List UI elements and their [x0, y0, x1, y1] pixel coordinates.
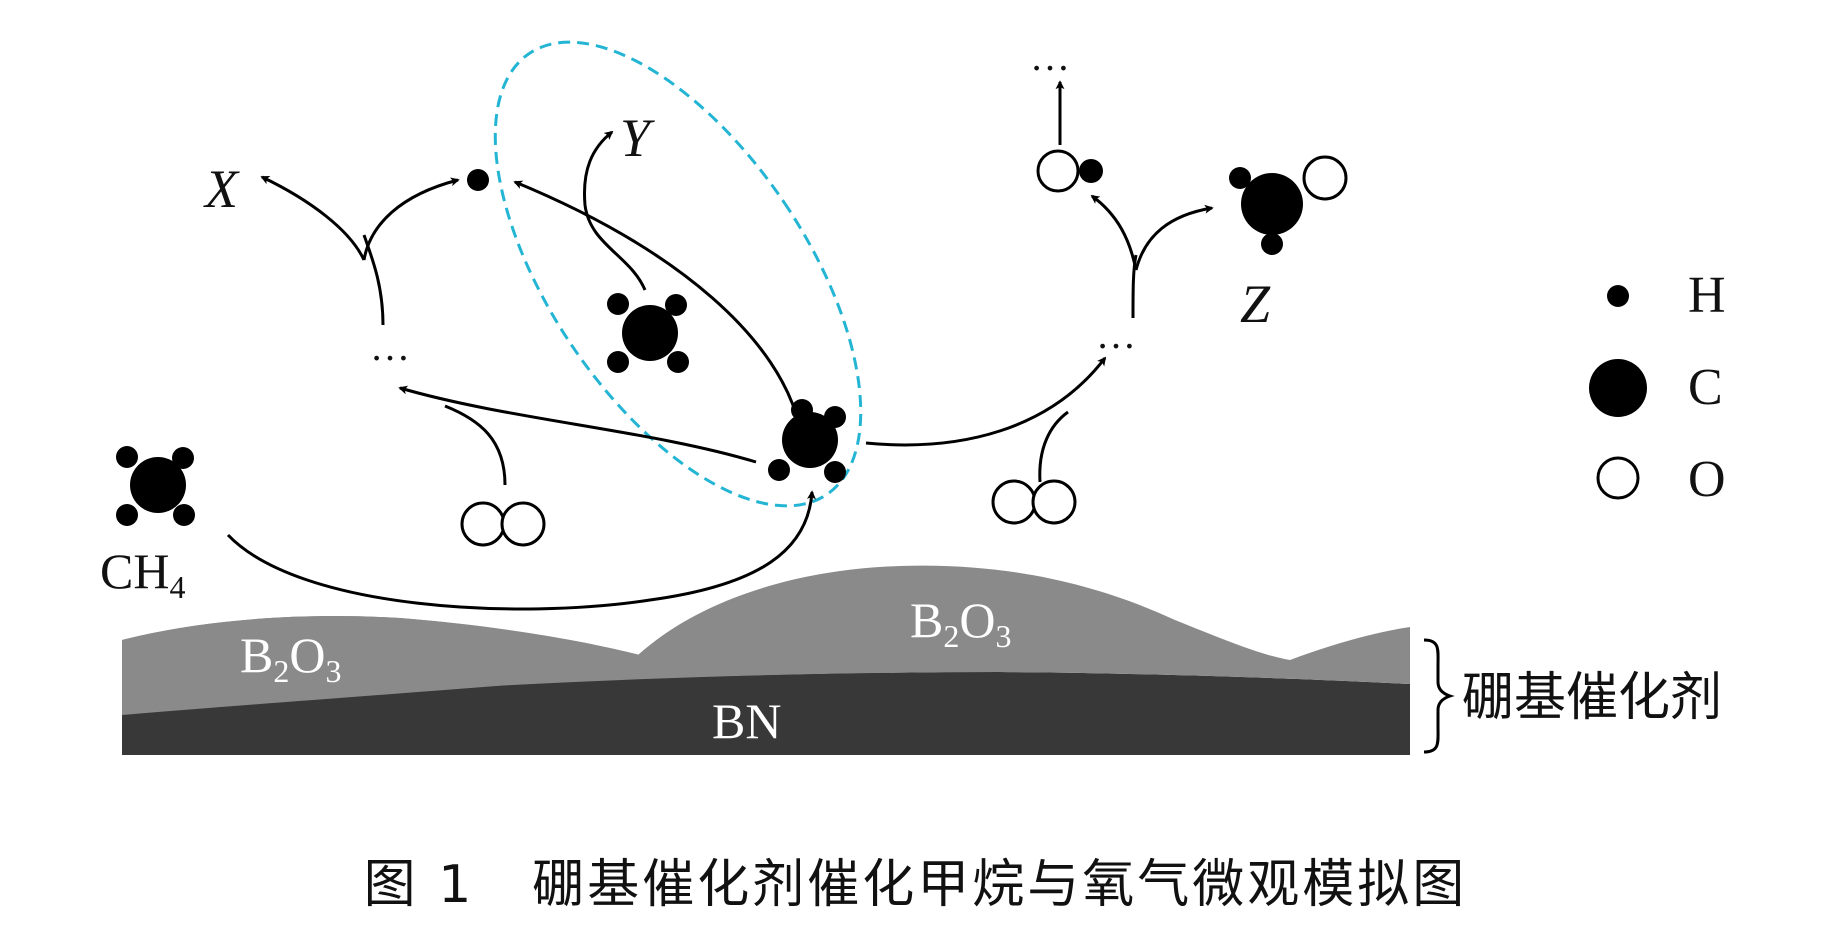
arrow-ch3-to-h [513, 180, 802, 429]
legend: H C O [1589, 267, 1726, 508]
ch4-molecule-middle [607, 293, 689, 373]
z-molecule [1229, 155, 1348, 255]
ch4-molecule-left [116, 446, 195, 526]
ellipsis-left: … [370, 324, 410, 369]
o2-molecule-right [991, 479, 1077, 525]
ellipsis-right: … [1096, 312, 1136, 357]
arrow-left-ellipsis-up [362, 234, 385, 326]
legend-c-symbol [1589, 359, 1647, 417]
arrow-to-h-left [362, 177, 460, 261]
arrow-ch3-to-right-ellipsis [865, 356, 1107, 447]
arrow-ch3-to-left-ellipsis [398, 385, 757, 464]
h-atom-product [467, 169, 489, 191]
figure-title: 硼基催化剂催化甲烷与氧气微观模拟图 [532, 855, 1468, 915]
z-label: Z [1240, 274, 1271, 334]
ellipsis-top: … [1030, 34, 1070, 79]
figure-number: 图 1 [363, 855, 475, 915]
catalyst-brace [1423, 638, 1455, 754]
catalyst-label: 硼基催化剂 [1462, 668, 1722, 728]
arrow-ch4-to-y [582, 130, 647, 291]
bn-label: BN [712, 693, 781, 749]
arrow-o2-left-join [444, 404, 507, 486]
figure-caption: 图 1 硼基催化剂催化甲烷与氧气微观模拟图 [0, 842, 1831, 917]
arrow-to-oh [1090, 194, 1138, 271]
ch3-molecule [768, 399, 846, 483]
arrow-ch4-to-ch3 [226, 490, 816, 611]
b2o3-layer [122, 565, 1410, 712]
arrow-right-ellipsis-up [1131, 254, 1138, 319]
legend-c-label: C [1688, 359, 1723, 416]
y-label: Y [620, 108, 655, 168]
bn-layer [122, 672, 1410, 755]
arrow-to-x [260, 175, 366, 261]
arrow-o2-right-join [1038, 410, 1069, 483]
legend-o-label: O [1688, 451, 1726, 508]
b2o3-label-left: B2O3 [240, 627, 341, 689]
highlight-ellipse [493, 40, 863, 508]
x-label: X [203, 159, 240, 219]
legend-h-label: H [1688, 267, 1726, 324]
legend-o-symbol [1596, 456, 1640, 500]
b2o3-label-right: B2O3 [910, 592, 1011, 654]
ch4-label: CH4 [100, 543, 185, 605]
arrow-to-z [1134, 204, 1214, 271]
legend-h-symbol [1607, 285, 1629, 307]
o2-molecule-left [460, 501, 546, 547]
oh-molecule [1036, 149, 1103, 193]
